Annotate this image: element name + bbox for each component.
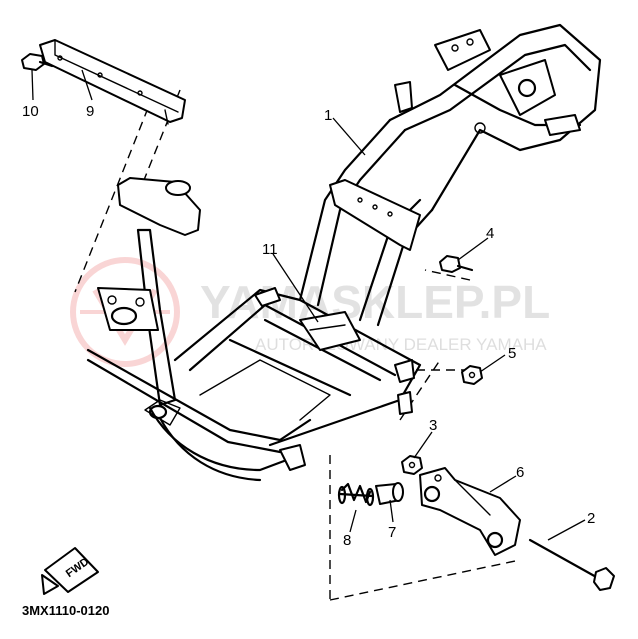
part-11-cross-plate <box>299 311 361 351</box>
callout-7: 7 <box>388 524 396 541</box>
callout-8: 8 <box>343 532 351 549</box>
callout-11: 11 <box>262 241 278 258</box>
part-2-long-bolt <box>528 538 615 591</box>
forward-direction-marker: FWD <box>41 547 99 595</box>
callout-6: 6 <box>516 464 524 481</box>
callout-4: 4 <box>486 225 494 242</box>
callout-9: 9 <box>86 103 94 120</box>
callout-5: 5 <box>508 345 516 362</box>
part-9-bracket <box>39 39 186 125</box>
part-8-spring <box>337 482 375 507</box>
part-10-bolt <box>21 53 54 71</box>
watermark-text: YAMASKLEP.PL <box>200 276 550 328</box>
part-1-main-frame <box>86 23 602 482</box>
callout-3: 3 <box>429 417 437 434</box>
callout-1: 1 <box>324 107 332 124</box>
steering-head-tube <box>97 177 201 407</box>
part-7-bushing <box>375 482 404 505</box>
callout-10: 10 <box>22 103 39 120</box>
leader-lines <box>31 69 586 541</box>
part-3-nut <box>401 455 423 475</box>
part-6-engine-mount <box>419 467 521 556</box>
part-5-nut <box>461 365 483 385</box>
part-4-bolt <box>439 255 474 273</box>
callout-labels: 1 2 3 4 5 6 7 8 9 10 11 <box>22 103 595 549</box>
callout-2: 2 <box>587 510 595 527</box>
part-code: 3MX1110-0120 <box>22 603 109 618</box>
